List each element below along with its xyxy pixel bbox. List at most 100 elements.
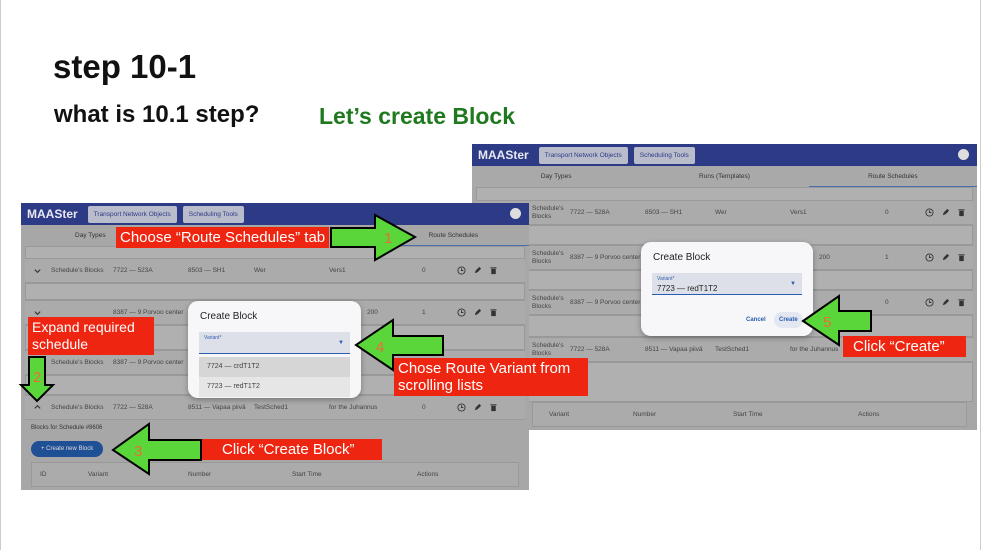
create-new-block-button[interactable]: + Create new Block: [31, 441, 104, 457]
row-route: 7722 — 528A: [113, 404, 153, 411]
callout-expand-schedule: Expand required schedule: [28, 317, 154, 355]
delete-icon[interactable]: [489, 403, 498, 412]
step-number: 2: [33, 369, 41, 386]
row-description: Vers1: [329, 267, 346, 274]
schedule-row[interactable]: Schedule's Blocks 7722 — 528A 8503 — SH1…: [476, 200, 973, 225]
variant-label: Variant*: [204, 335, 222, 341]
chevron-down-icon[interactable]: [33, 266, 42, 275]
row-label: Schedule's Blocks: [532, 250, 564, 265]
app-header: MAASter Transport Network Objects Schedu…: [472, 144, 977, 166]
dropdown-arrow-icon: ▼: [790, 281, 796, 287]
edit-icon[interactable]: [473, 266, 482, 275]
row-count: 0: [422, 404, 426, 411]
row-route: 8387 — 9 Porvoo center: [570, 299, 641, 306]
tab-runs[interactable]: Runs (Templates): [699, 173, 750, 180]
slide-question: what is 10.1 step?: [54, 101, 260, 128]
create-block-dialog: Create Block Variant* 7723 — redT1T2 ▼ C…: [641, 242, 813, 336]
row-description: 200: [819, 254, 830, 261]
clock-icon[interactable]: [457, 266, 466, 275]
nav-transport-network-objects[interactable]: Transport Network Objects: [538, 146, 628, 164]
tab-day-types[interactable]: Day Types: [540, 173, 572, 180]
app-header: MAASter Transport Network Objects Schedu…: [21, 203, 529, 225]
edit-icon[interactable]: [941, 298, 950, 307]
row-label: Schedule's Blocks: [51, 359, 104, 366]
col-actions: Actions: [417, 471, 439, 478]
account-icon[interactable]: [510, 208, 521, 219]
nav-transport-network-objects[interactable]: Transport Network Objects: [87, 205, 177, 223]
tab-route-schedules[interactable]: Route Schedules: [808, 166, 977, 187]
callout-choose-variant: Chose Route Variant from scrolling lists: [394, 358, 588, 396]
row-name: TestSched1: [715, 346, 749, 353]
delete-icon[interactable]: [489, 308, 498, 317]
row-count: 0: [885, 209, 889, 216]
delete-icon[interactable]: [489, 266, 498, 275]
row-label: Schedule's Blocks: [51, 267, 104, 274]
col-number: Number: [188, 471, 212, 478]
tab-route-schedules[interactable]: Route Schedules: [377, 225, 529, 246]
step-number: 1: [384, 230, 392, 247]
account-icon[interactable]: [958, 149, 969, 160]
row-name: TestSched1: [254, 404, 288, 411]
edit-icon[interactable]: [941, 253, 950, 262]
clock-icon[interactable]: [457, 403, 466, 412]
chevron-up-icon[interactable]: [33, 403, 42, 412]
arrow-right-icon: 1: [330, 213, 418, 262]
row-description: Vers1: [790, 209, 807, 216]
variant-label: Variant*: [657, 276, 675, 282]
clock-icon[interactable]: [457, 308, 466, 317]
row-label: Schedule's Blocks: [51, 404, 104, 411]
tab-day-types[interactable]: Day Types: [75, 232, 106, 239]
step-number: 3: [134, 443, 142, 460]
edit-icon[interactable]: [473, 403, 482, 412]
cancel-button[interactable]: Cancel: [746, 317, 766, 323]
dialog-title: Create Block: [200, 311, 258, 322]
arrow-left-icon: 4: [354, 318, 444, 372]
dialog-title: Create Block: [653, 252, 711, 263]
col-variant: Variant: [88, 471, 109, 478]
create-block-dialog: Create Block Variant* ▼ 7724 — crdT1T2 7…: [188, 301, 361, 398]
col-start-time: Start Time: [292, 471, 322, 478]
edit-icon[interactable]: [473, 308, 482, 317]
create-button[interactable]: Create: [774, 312, 803, 328]
delete-icon[interactable]: [957, 253, 966, 262]
arrow-left-icon: 3: [111, 422, 202, 476]
row-label: Schedule's Blocks: [532, 295, 564, 310]
col-start-time: Start Time: [733, 411, 763, 418]
row-count: 0: [885, 299, 889, 306]
app-logo: MAASter: [478, 148, 529, 162]
app-logo: MAASter: [27, 207, 78, 221]
row-name: Wer: [254, 267, 266, 274]
row-route: 8387 — 9 Porvoo center: [113, 359, 184, 366]
variant-value: 7723 — redT1T2: [657, 284, 718, 293]
variant-select[interactable]: Variant* ▼: [199, 332, 350, 354]
row-route: 7722 — 528A: [570, 209, 610, 216]
chevron-down-icon[interactable]: [33, 308, 42, 317]
arrow-down-icon: 2: [18, 356, 56, 403]
delete-icon[interactable]: [957, 208, 966, 217]
nav-scheduling-tools[interactable]: Scheduling Tools: [182, 205, 244, 223]
row-label: Schedule's Blocks: [532, 205, 564, 220]
row-stop: 8503 — SH1: [188, 267, 226, 274]
delete-icon[interactable]: [957, 298, 966, 307]
row-description: for the Juhannus: [329, 404, 378, 411]
clock-icon[interactable]: [925, 253, 934, 262]
col-id: ID: [40, 471, 47, 478]
row-stop: 8503 — SH1: [645, 209, 683, 216]
step-number: 5: [823, 314, 831, 331]
slide-title: step 10-1: [53, 48, 197, 85]
clock-icon[interactable]: [925, 298, 934, 307]
dropdown-arrow-icon: ▼: [338, 340, 344, 346]
row-stop: 8511 — Vapaa piivä: [645, 346, 703, 353]
clock-icon[interactable]: [925, 208, 934, 217]
variant-select[interactable]: Variant* 7723 — redT1T2 ▼: [652, 273, 802, 295]
variant-option[interactable]: 7723 — redT1T2: [199, 377, 350, 397]
row-stop: 8511 — Vapaa piivä: [188, 404, 246, 411]
callout-choose-tab: Choose “Route Schedules” tab: [116, 227, 330, 248]
col-actions: Actions: [858, 411, 880, 418]
row-route: 8387 — 9 Porvoo center: [570, 254, 641, 261]
schedule-row[interactable]: Schedule's Blocks 7722 — 523A 8503 — SH1…: [25, 258, 525, 283]
nav-scheduling-tools[interactable]: Scheduling Tools: [633, 146, 695, 164]
row-label: Schedule's Blocks: [532, 342, 564, 357]
variant-option[interactable]: 7724 — crdT1T2: [199, 357, 350, 377]
edit-icon[interactable]: [941, 208, 950, 217]
